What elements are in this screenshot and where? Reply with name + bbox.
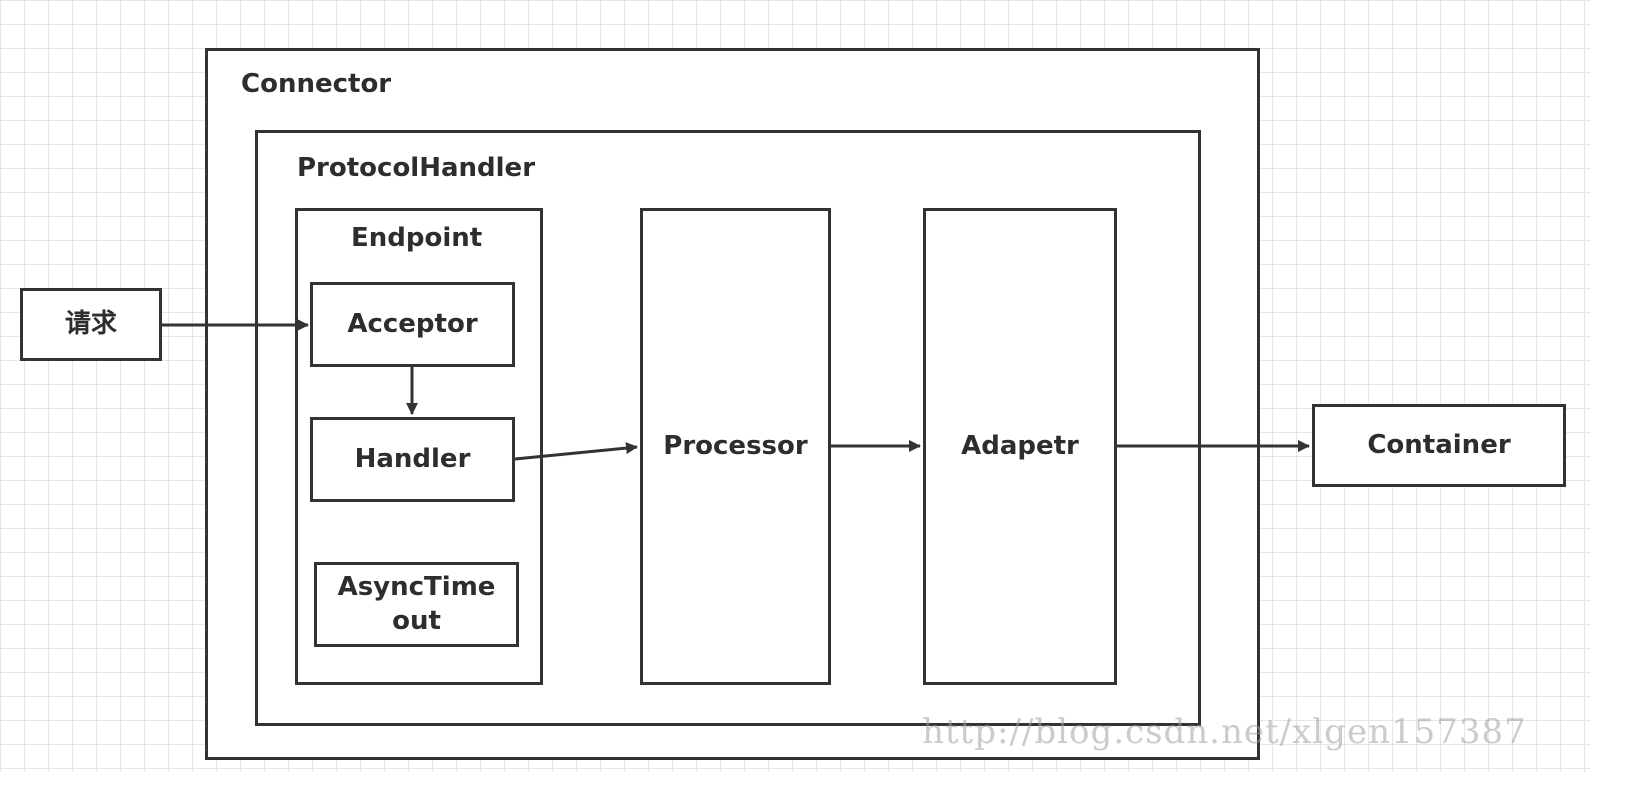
connector-label: Connector [241,69,392,99]
adapter-label: Adapetr [961,430,1079,461]
endpoint-label: Endpoint [351,223,483,253]
container-box: Container [1312,404,1566,487]
processor-label: Processor [663,430,808,461]
container-label: Container [1367,429,1511,460]
canvas-margin-bottom [0,772,1640,810]
adapter-box: Adapetr [923,208,1117,685]
request-box: 请求 [20,288,162,361]
processor-box: Processor [640,208,831,685]
request-label: 请求 [64,308,117,339]
acceptor-label: Acceptor [347,308,478,339]
async-timeout-label-line2: out [392,605,441,636]
acceptor-box: Acceptor [310,282,515,367]
async-timeout-box: AsyncTime out [314,562,519,647]
handler-label: Handler [354,443,471,474]
protocol-handler-label: ProtocolHandler [297,153,536,183]
handler-box: Handler [310,417,515,502]
canvas-margin-right [1590,0,1640,810]
async-timeout-label-line1: AsyncTime [337,571,496,602]
watermark-text: http://blog.csdn.net/xlgen157387 [922,712,1527,752]
